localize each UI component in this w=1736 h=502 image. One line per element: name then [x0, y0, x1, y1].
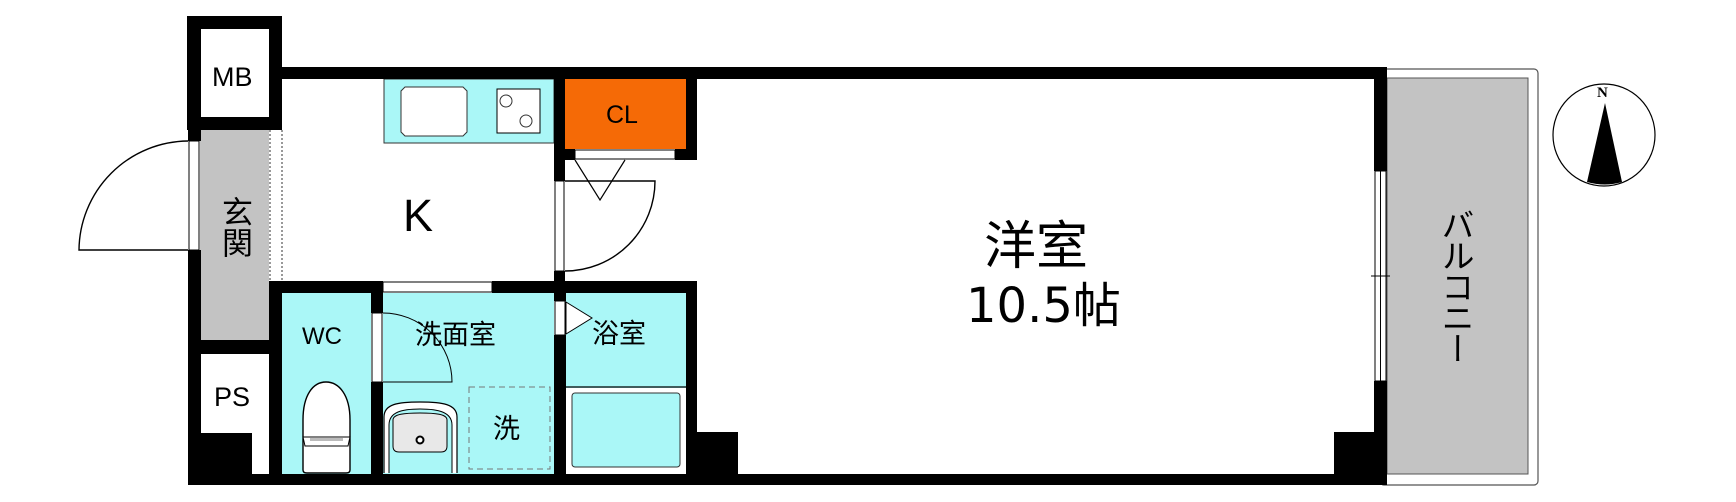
- western-room-size: 10.5帖: [966, 278, 1121, 334]
- wash-sliding-door: [382, 281, 493, 293]
- western-room-label: 洋室: [984, 217, 1089, 277]
- wc-door: [371, 312, 453, 383]
- compass-icon: [1552, 83, 1656, 187]
- walls: [187, 16, 1387, 485]
- cl-door: [574, 149, 676, 160]
- corridor-door: [554, 180, 656, 272]
- bathtub-icon: [571, 392, 681, 468]
- balcony-label: バルコニー: [1436, 208, 1475, 363]
- washroom-label: 洗面室: [415, 320, 496, 351]
- balcony-window: [1371, 170, 1390, 382]
- cl-door-mark: [574, 159, 626, 202]
- entrance-label: 玄関: [216, 196, 252, 258]
- washer-label: 洗: [493, 414, 520, 445]
- balcony: [1379, 68, 1539, 486]
- closet-fill: [565, 79, 686, 149]
- ps-label: PS: [214, 382, 251, 412]
- entrance-floor: [200, 130, 269, 340]
- entrance-door: [78, 140, 200, 251]
- compass-north-label: N: [1597, 85, 1608, 101]
- wc-label: WC: [302, 323, 342, 350]
- bath-door: [554, 300, 593, 336]
- toilet-icon: [302, 381, 351, 474]
- kitchen-counter: [383, 78, 555, 144]
- washer-space: [468, 386, 551, 470]
- vanity-icon: [383, 401, 458, 473]
- kitchen-label: K: [403, 190, 434, 241]
- closet-label: CL: [606, 101, 638, 129]
- bathroom-label: 浴室: [592, 319, 646, 350]
- mb-label: MB: [212, 62, 253, 92]
